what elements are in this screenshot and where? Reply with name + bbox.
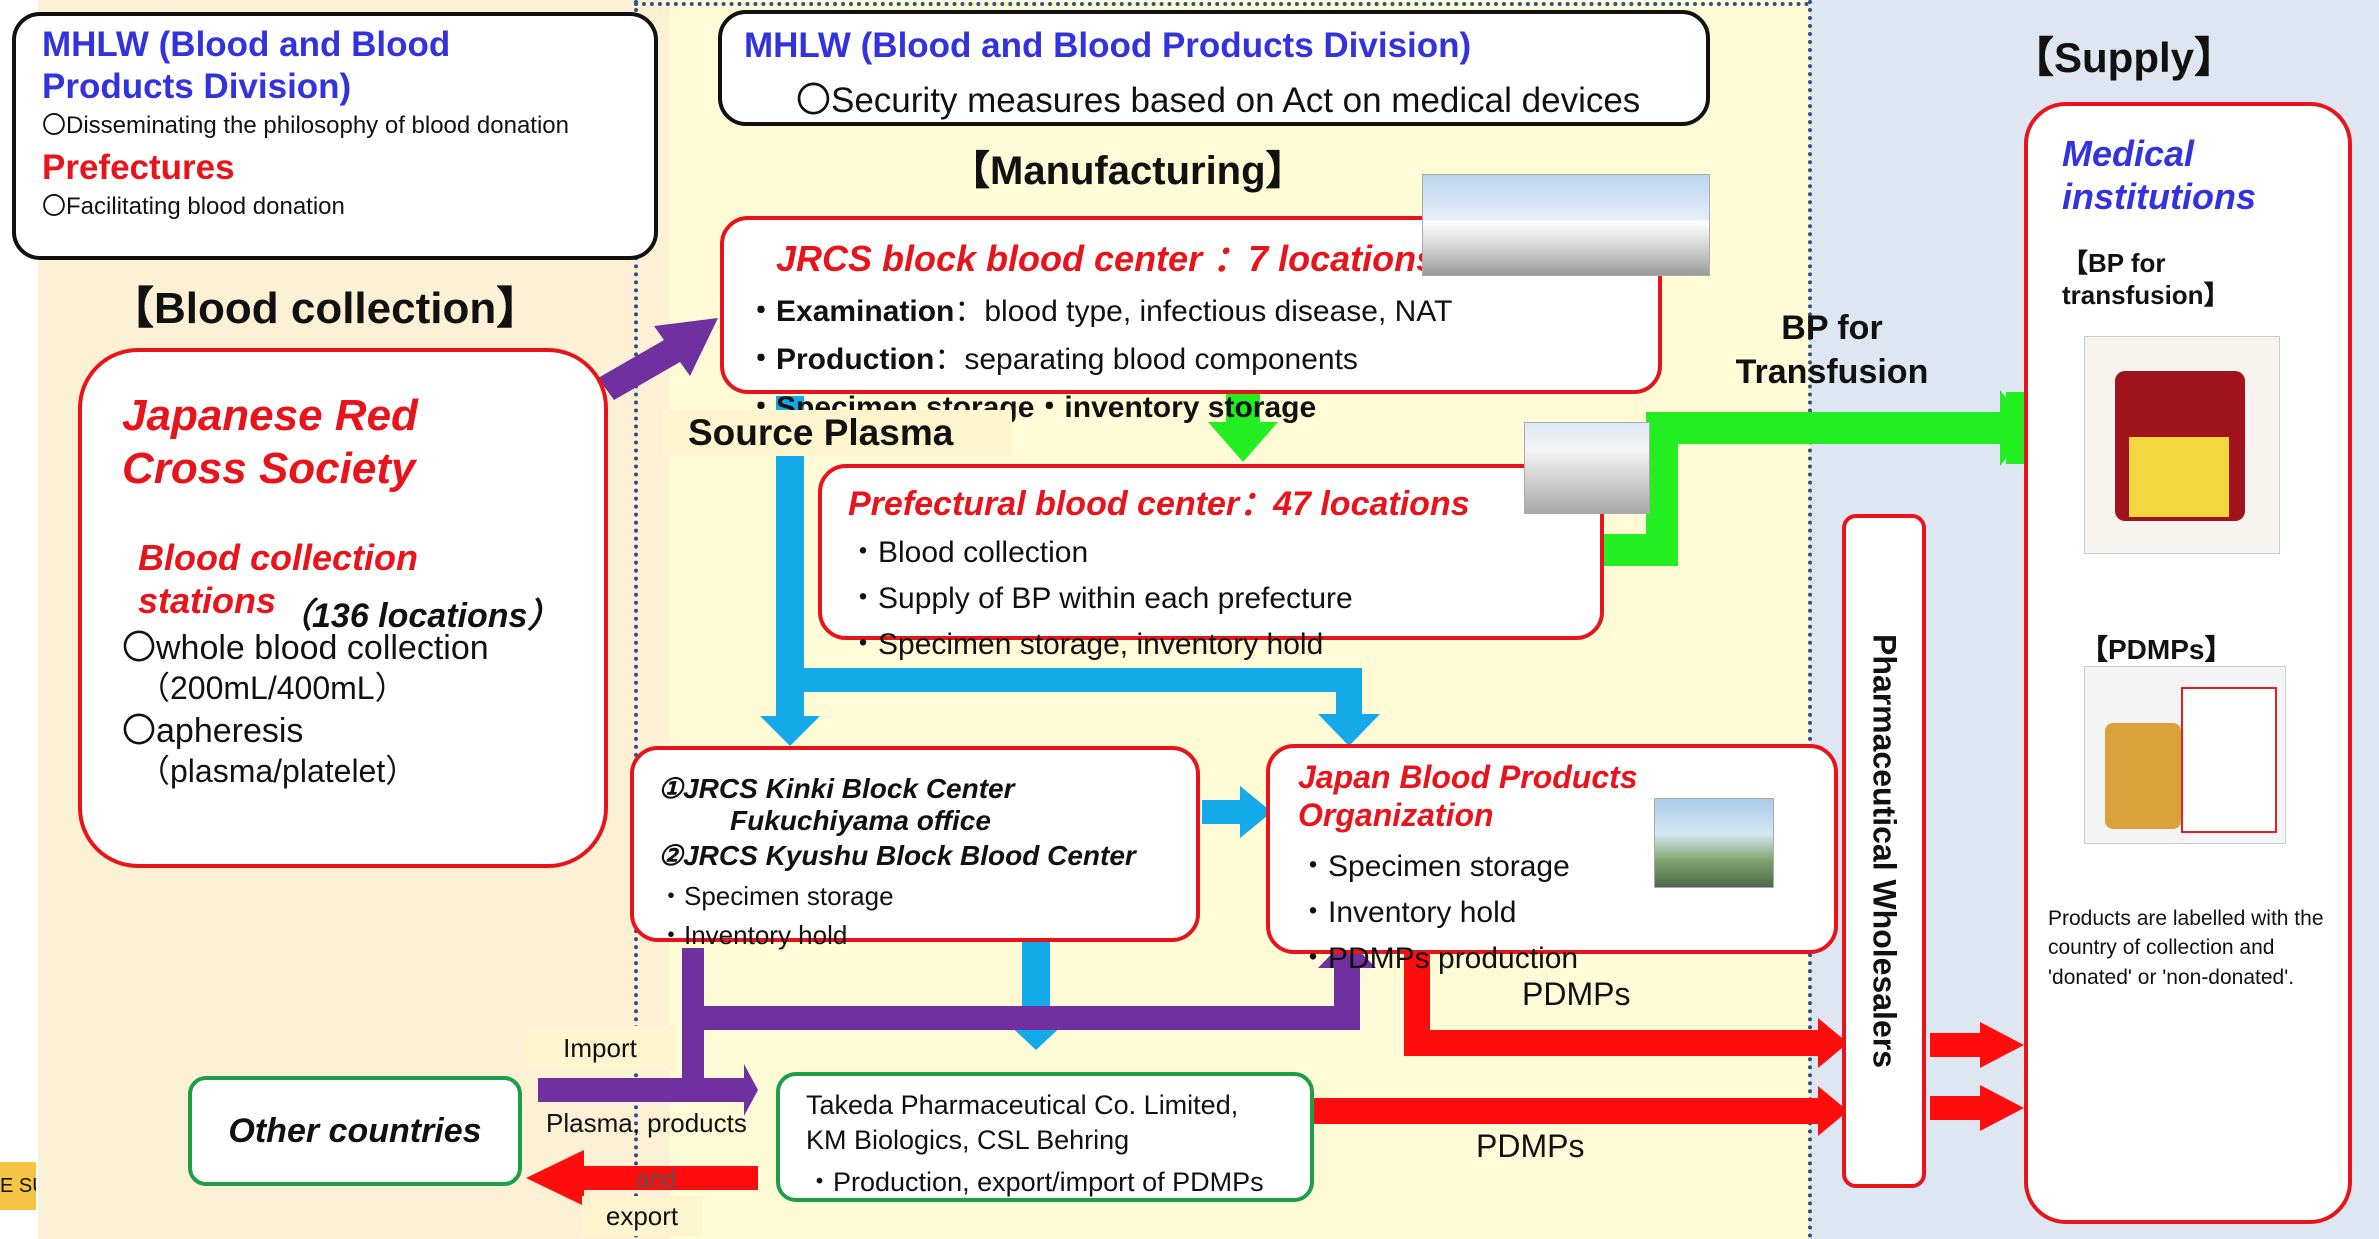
bp-transfusion-label: BP for Transfusion xyxy=(1735,309,1929,392)
takeda-line1: Takeda Pharmaceutical Co. Limited, xyxy=(806,1090,1239,1120)
supply-heading: 【Supply】 xyxy=(2012,34,2237,81)
medical-bp-label: 【BP for transfusion】 xyxy=(2062,248,2230,310)
pref-center-title: Prefectural blood center：47 locations xyxy=(848,485,1470,523)
pref-center-photo xyxy=(1524,422,1650,514)
takeda-line2: KM Biologics, CSL Behring xyxy=(806,1125,1130,1155)
whole-blood: 〇whole blood collection xyxy=(122,628,489,667)
stations-label: Blood collection stations xyxy=(138,536,419,621)
red-wholesalers-to-medical-2 xyxy=(1930,1096,1984,1120)
stations-count: （136 locations） xyxy=(278,597,562,635)
pref-center-box: Prefectural blood center：47 locations ・B… xyxy=(818,464,1604,661)
block-center-photo xyxy=(1422,174,1710,276)
kinki-line3: ②JRCS Kyushu Block Blood Center xyxy=(658,840,1136,871)
manufacturing-heading: 【Manufacturing】 xyxy=(950,149,1306,193)
whole-blood-sub: （200mL/400mL） xyxy=(138,669,407,706)
wholesalers-label: Pharmaceutical Wholesalers xyxy=(1866,634,1903,1068)
apheresis: 〇apheresis xyxy=(122,712,304,751)
purple-import-horizontal xyxy=(538,1078,748,1102)
jrcs-name: Japanese Red Cross Society xyxy=(122,391,418,493)
other-countries-label: Other countries xyxy=(228,1112,482,1150)
jbpo-line1: ・Specimen storage xyxy=(1298,849,1570,883)
kinki-line4: ・Specimen storage xyxy=(658,881,894,911)
red-jbpo-to-wholesalers xyxy=(1404,1030,1824,1056)
medical-pdmps-label: 【PDMPs】 xyxy=(2080,634,2233,665)
red-takeda-to-wholesalers xyxy=(1314,1098,1822,1124)
mhlw-left-box: MHLW (Blood and Blood Products Division)… xyxy=(12,12,658,260)
pref-center-line3: ・Specimen storage, inventory hold xyxy=(848,628,1324,661)
block-center-line1: ・Examination：blood type, infectious dise… xyxy=(746,295,1453,328)
blood-bag-image xyxy=(2084,336,2280,554)
takeda-line3: ・Production, export/import of PDMPs xyxy=(806,1167,1264,1197)
plasma-products-label: Plasma, products xyxy=(546,1108,747,1138)
divider-right xyxy=(1808,0,1812,1239)
arrow-collection-to-block xyxy=(598,318,718,400)
takeda-box: Takeda Pharmaceutical Co. Limited, KM Bi… xyxy=(776,1072,1314,1202)
divider-top xyxy=(634,2,1810,6)
source-plasma-label: Source Plasma xyxy=(662,410,1012,456)
jrcs-box: Japanese Red Cross Society Blood collect… xyxy=(78,348,608,868)
kinki-box: ①JRCS Kinki Block Center Fukuchiyama off… xyxy=(630,746,1200,950)
mhlw-left-item: 〇Disseminating the philosophy of blood d… xyxy=(42,112,570,139)
prefectures-item: 〇Facilitating blood donation xyxy=(42,192,345,220)
cyan-horizontal xyxy=(790,668,1350,692)
medical-title: Medical institutions xyxy=(2062,133,2256,218)
jbpo-line3: ・PDMPs production xyxy=(1298,941,1579,975)
prefectures-title: Prefectures xyxy=(42,147,235,187)
pdmps-label-1: PDMPs xyxy=(1522,976,1631,1012)
export-label: export xyxy=(582,1196,702,1236)
arrow-block-to-pref-head xyxy=(1208,422,1278,462)
red-wholesalers-to-medical-1 xyxy=(1930,1033,1984,1057)
mhlw-top-item: 〇Security measures based on Act on medic… xyxy=(796,81,1641,120)
import-label: Import xyxy=(524,1026,676,1070)
wholesalers-box: Pharmaceutical Wholesalers xyxy=(1842,514,1926,1188)
pdmps-image xyxy=(2084,666,2286,844)
divider-left xyxy=(634,0,638,1239)
red-export xyxy=(582,1166,758,1190)
mhlw-top-title: MHLW (Blood and Blood Products Division) xyxy=(744,26,1472,65)
pdmps-label-2: PDMPs xyxy=(1476,1128,1585,1164)
kinki-line2: Fukuchiyama office xyxy=(730,805,991,836)
and-label: and xyxy=(636,1166,677,1193)
mhlw-top-box: MHLW (Blood and Blood Products Division)… xyxy=(718,10,1710,126)
blood-collection-heading: 【Blood collection】 xyxy=(110,284,541,333)
cyan-kinki-to-jbpo xyxy=(1202,800,1242,824)
jbpo-title: Japan Blood Products Organization xyxy=(1298,759,1638,834)
kinki-line5: ・Inventory hold xyxy=(658,920,848,950)
mhlw-left-title: MHLW (Blood and Blood Products Division) xyxy=(42,25,451,106)
other-countries-box: Other countries xyxy=(188,1076,522,1186)
medical-box: Medical institutions 【BP for transfusion… xyxy=(2024,102,2352,1224)
block-center-line2: ・Production：separating blood components xyxy=(746,343,1358,376)
purple-to-jbpo-horizontal xyxy=(682,1006,1350,1030)
left-tab[interactable]: E SU xyxy=(0,1162,36,1210)
medical-note: Products are labelled with the country o… xyxy=(2048,907,2324,989)
arrow-bp-transfusion xyxy=(1602,412,2010,566)
jbpo-photo xyxy=(1654,798,1774,888)
arrow-block-to-pref-shaft xyxy=(1226,388,1260,424)
kinki-line1: ①JRCS Kinki Block Center xyxy=(658,773,1015,804)
jbpo-line2: ・Inventory hold xyxy=(1298,895,1517,929)
pref-center-line2: ・Supply of BP within each prefecture xyxy=(848,582,1353,615)
pref-center-line1: ・Blood collection xyxy=(848,536,1089,569)
block-center-title: JRCS block blood center ：7 locations xyxy=(776,238,1437,279)
apheresis-sub: （plasma/platelet） xyxy=(138,752,418,789)
